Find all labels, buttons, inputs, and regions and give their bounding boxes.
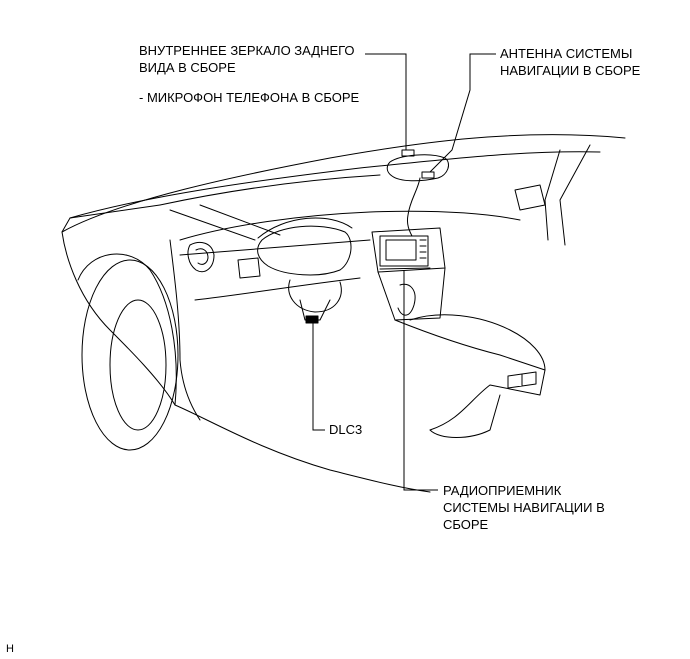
mirror-label-line1: ВНУТРЕННЕЕ ЗЕРКАЛО ЗАДНЕГО xyxy=(139,43,355,58)
roof-line xyxy=(61,134,626,233)
center-stack-lower xyxy=(377,267,446,321)
right-door-edge xyxy=(559,144,591,246)
console-vents xyxy=(507,371,537,389)
door-lower xyxy=(174,404,431,493)
antenna-module xyxy=(421,171,435,179)
mirror-label-line2: ВИДА В СБОРЕ xyxy=(139,60,236,75)
receiver-label-line1: РАДИОПРИЕМНИК xyxy=(443,483,562,498)
dlc3-label: DLC3 xyxy=(329,422,363,437)
antenna-leader xyxy=(429,53,496,173)
receiver-leader xyxy=(403,270,438,491)
antenna-label-line1: АНТЕННА СИСТЕМЫ xyxy=(500,46,633,61)
dlc3-connector xyxy=(305,315,319,324)
nav-side-buttons xyxy=(419,239,427,259)
instrument-cluster xyxy=(257,225,352,276)
a-pillar xyxy=(61,204,161,233)
receiver-label-line3: СБОРЕ xyxy=(443,517,489,532)
center-console xyxy=(394,319,546,431)
windshield-top xyxy=(69,151,601,219)
antenna-label-line2: НАВИГАЦИИ В СБОРЕ xyxy=(500,63,641,78)
console-top xyxy=(409,314,546,371)
windshield-base xyxy=(159,174,381,206)
rear-view-mirror xyxy=(386,154,449,182)
front-wheel-rim xyxy=(109,299,167,431)
nav-receiver-slot xyxy=(379,267,431,270)
mirror-mount xyxy=(401,149,415,157)
dashboard-lower xyxy=(194,277,361,301)
right-vent xyxy=(514,184,546,211)
left-vent xyxy=(187,242,215,273)
mirror-leader xyxy=(365,53,407,150)
right-pillar xyxy=(544,149,561,241)
small-left-vent xyxy=(237,257,261,279)
dashboard-top xyxy=(179,210,521,241)
microphone-label: - МИКРОФОН ТЕЛЕФОНА В СБОРЕ xyxy=(139,90,360,105)
steering-column xyxy=(288,279,342,313)
cluster-hood xyxy=(257,217,353,239)
door-sill xyxy=(169,239,201,421)
door-panel-top xyxy=(179,239,371,256)
center-stack-outline xyxy=(371,227,446,273)
dlc3-leader xyxy=(312,322,325,431)
shifter-area xyxy=(397,283,416,316)
windshield-diagonal xyxy=(169,204,281,241)
nav-receiver-unit xyxy=(379,235,429,267)
figure-id: H xyxy=(6,643,14,655)
front-wheel xyxy=(81,259,179,451)
door-outline xyxy=(61,231,176,406)
receiver-label-line2: СИСТЕМЫ НАВИГАЦИИ В xyxy=(443,500,605,515)
console-side xyxy=(429,394,501,438)
nav-screen xyxy=(385,239,417,261)
left-vent-inner xyxy=(195,248,209,265)
wheel-arch xyxy=(77,253,177,406)
antenna-wire xyxy=(407,177,421,237)
